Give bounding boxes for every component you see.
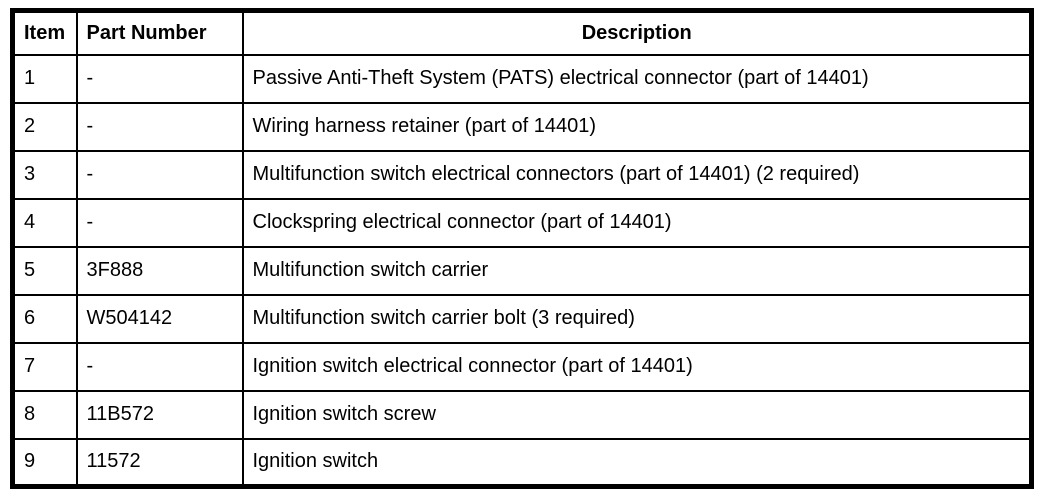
- description-cell: Multifunction switch carrier: [241, 245, 1033, 296]
- column-header-item: Item: [11, 9, 78, 56]
- table-row: 1-Passive Anti-Theft System (PATS) elect…: [11, 53, 1033, 104]
- item-cell: 1: [11, 53, 78, 104]
- table-row: 7-Ignition switch electrical connector (…: [11, 341, 1033, 392]
- item-cell: 5: [11, 245, 78, 296]
- part-number-cell: -: [75, 53, 244, 104]
- description-cell: Clockspring electrical connector (part o…: [241, 197, 1033, 248]
- part-number-cell: 11B572: [75, 389, 244, 440]
- part-number-cell: -: [75, 149, 244, 200]
- part-number-cell: -: [75, 341, 244, 392]
- description-cell: Multifunction switch electrical connecto…: [241, 149, 1033, 200]
- table-row: 3-Multifunction switch electrical connec…: [11, 149, 1033, 200]
- header-row: Item Part Number Description: [11, 9, 1033, 56]
- item-cell: 4: [11, 197, 78, 248]
- part-number-cell: -: [75, 101, 244, 152]
- table-row: 4-Clockspring electrical connector (part…: [11, 197, 1033, 248]
- item-cell: 9: [11, 437, 78, 488]
- table-row: 2-Wiring harness retainer (part of 14401…: [11, 101, 1033, 152]
- item-cell: 7: [11, 341, 78, 392]
- item-cell: 3: [11, 149, 78, 200]
- part-number-cell: -: [75, 197, 244, 248]
- parts-table-header: Item Part Number Description: [11, 9, 1033, 56]
- part-number-cell: 3F888: [75, 245, 244, 296]
- item-cell: 2: [11, 101, 78, 152]
- description-cell: Ignition switch: [241, 437, 1033, 488]
- description-cell: Wiring harness retainer (part of 14401): [241, 101, 1033, 152]
- item-cell: 6: [11, 293, 78, 344]
- description-cell: Ignition switch screw: [241, 389, 1033, 440]
- description-cell: Ignition switch electrical connector (pa…: [241, 341, 1033, 392]
- parts-table-body: 1-Passive Anti-Theft System (PATS) elect…: [11, 53, 1033, 488]
- parts-table: Item Part Number Description 1-Passive A…: [10, 8, 1034, 489]
- description-cell: Multifunction switch carrier bolt (3 req…: [241, 293, 1033, 344]
- description-cell: Passive Anti-Theft System (PATS) electri…: [241, 53, 1033, 104]
- part-number-cell: 11572: [75, 437, 244, 488]
- column-header-part-number: Part Number: [75, 9, 244, 56]
- item-cell: 8: [11, 389, 78, 440]
- part-number-cell: W504142: [75, 293, 244, 344]
- column-header-description: Description: [241, 9, 1033, 56]
